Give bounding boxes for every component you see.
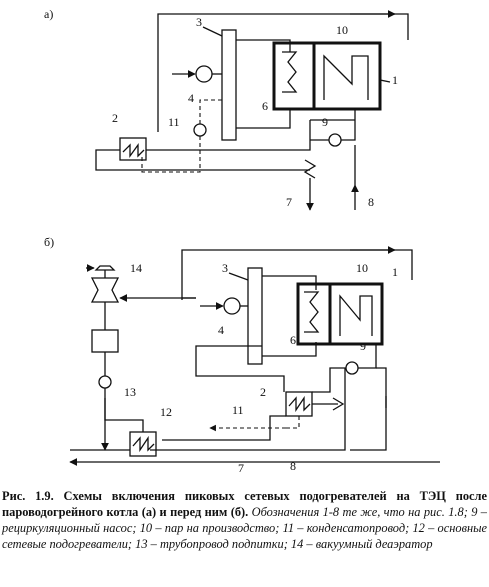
label-12-b: 12	[160, 405, 172, 419]
label-7-b: 7	[238, 461, 244, 475]
pressure-gauge-b	[223, 297, 241, 315]
label-10-a: 10	[336, 23, 348, 37]
peak-heater-a	[119, 137, 147, 161]
valve-b	[332, 397, 345, 411]
label-8-b: 8	[290, 459, 296, 473]
valve-a	[303, 159, 317, 179]
label-1-a: 1	[392, 73, 398, 87]
label-2-a: 2	[112, 111, 118, 125]
panel-label-a: а)	[44, 7, 53, 21]
label-3-a: 3	[196, 15, 202, 29]
figure-caption: Рис. 1.9. Схемы включения пиковых сетевы…	[0, 488, 489, 587]
label-8-a: 8	[368, 195, 374, 209]
steam-line-a	[157, 13, 409, 132]
label-11-b: 11	[232, 403, 244, 417]
label-11-a: 11	[168, 115, 180, 129]
caption-legend: Обозначения 1-8 те же, что на рис. 1.8; …	[2, 505, 487, 551]
label-14-b: 14	[130, 261, 142, 275]
label-3-b: 3	[222, 261, 228, 275]
recirculation-pump-a	[328, 133, 342, 147]
recirculation-pump-b	[345, 361, 359, 375]
label-9-b: 9	[360, 339, 366, 353]
label-6-a: 6	[262, 99, 268, 113]
separator-column-a	[221, 29, 237, 141]
condensate-line-a	[199, 99, 222, 124]
pressure-gauge-a	[195, 65, 213, 83]
storage-tank	[91, 329, 119, 353]
label-2-b: 2	[260, 385, 266, 399]
scheme-b: б)	[44, 235, 440, 475]
label-7-a: 7	[286, 195, 292, 209]
steam-line-b	[181, 249, 413, 300]
caption-title: Рис. 1.9. Схемы включения пиковых сетевы…	[2, 489, 487, 519]
scheme-a: а)	[44, 7, 409, 211]
label-4-a: 4	[188, 91, 194, 105]
boiler-b	[296, 282, 384, 346]
label-4-b: 4	[218, 323, 224, 337]
label-10-b: 10	[356, 261, 368, 275]
label-9-a: 9	[322, 115, 328, 129]
label-1-b: 1	[392, 265, 398, 279]
panel-label-b: б)	[44, 235, 54, 249]
makeup-pump	[98, 375, 112, 389]
heating-scheme-diagram: а)	[44, 7, 440, 475]
separator-column-b	[247, 267, 263, 365]
condensate-pump-a	[193, 123, 207, 137]
label-13-b: 13	[124, 385, 136, 399]
vacuum-deaerator	[90, 277, 120, 303]
label-6-b: 6	[290, 333, 296, 347]
boiler-a	[272, 41, 382, 111]
